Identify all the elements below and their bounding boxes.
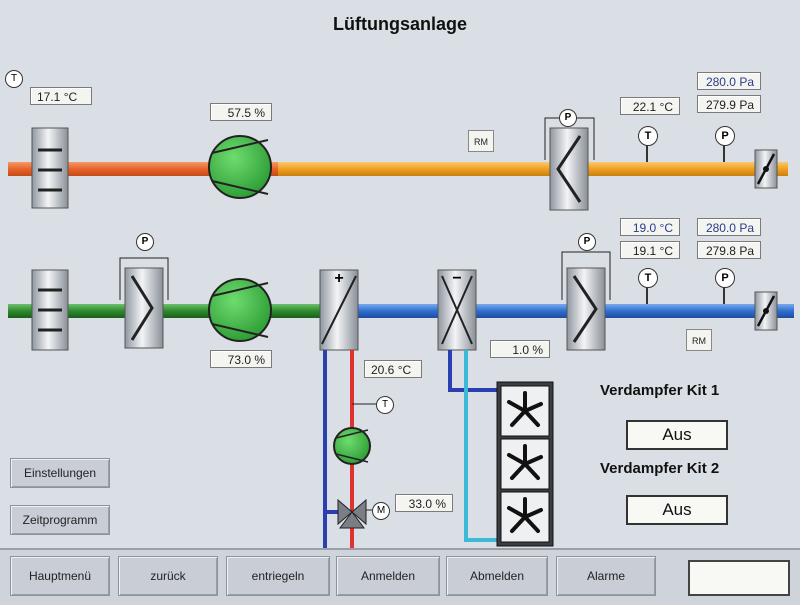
alarms-button[interactable]: Alarme: [556, 556, 656, 596]
supply-pressure-1: 280.0 Pa: [697, 218, 761, 236]
cooler-lines: [448, 350, 500, 542]
exhaust-pressure-1: 280.0 Pa: [697, 72, 761, 90]
exhaust-fan-icon: [208, 135, 272, 199]
supply-fan-speed: 73.0 %: [210, 350, 272, 368]
exhaust-pressure-2: 279.9 Pa: [697, 95, 761, 113]
status-field: [688, 560, 790, 596]
heater-sign: +: [334, 270, 344, 287]
supply-pressure-2: 279.8 Pa: [697, 241, 761, 259]
heater-coil: [319, 269, 359, 351]
back-button[interactable]: zurück: [118, 556, 218, 596]
filter-pressure-mid: [561, 251, 611, 351]
filter-pressure-top: [544, 117, 595, 211]
filter-pressure-bottom: [119, 257, 169, 349]
exhaust-temp-value: 22.1 °C: [620, 97, 680, 115]
exhaust-fan-speed: 57.5 %: [210, 103, 272, 121]
heater-temp-value: 20.6 °C: [364, 360, 422, 378]
supply-temp-2: 19.1 °C: [620, 241, 680, 259]
pressure-sensor-icon: P: [715, 268, 735, 288]
kit2-label: Verdampfer Kit 2: [600, 460, 720, 477]
supply-fan-icon: [208, 278, 272, 342]
valve-position-value: 33.0 %: [395, 494, 453, 512]
condenser-units: [496, 381, 554, 547]
kit2-status[interactable]: Aus: [626, 495, 728, 525]
heater-water-lines: [323, 350, 378, 548]
kit1-status[interactable]: Aus: [626, 420, 728, 450]
unlock-button[interactable]: entriegeln: [226, 556, 330, 596]
filter-bottom: [31, 269, 69, 351]
pressure-sensor-icon: P: [559, 109, 577, 127]
kit1-label: Verdampfer Kit 1: [600, 382, 720, 399]
damper-bottom: [754, 291, 778, 331]
cooler-value: 1.0 %: [490, 340, 550, 358]
main-menu-button[interactable]: Hauptmenü: [10, 556, 110, 596]
settings-button[interactable]: Einstellungen: [10, 458, 110, 488]
room-sensor-bottom: RM: [686, 329, 712, 351]
pressure-sensor-icon: P: [715, 126, 735, 146]
login-button[interactable]: Anmelden: [336, 556, 440, 596]
pressure-sensor-icon: P: [578, 233, 596, 251]
pressure-sensor-icon: P: [136, 233, 154, 251]
damper-top: [754, 149, 778, 189]
motor-icon: M: [372, 502, 390, 520]
cooler-coil: [437, 269, 477, 351]
temp-sensor-icon: T: [638, 268, 658, 288]
exhaust-duct: [8, 162, 788, 176]
room-sensor-top: RM: [468, 130, 494, 152]
temp-sensor-icon: T: [5, 70, 23, 88]
outside-temp-value: 17.1 °C: [30, 87, 92, 105]
filter-top: [31, 127, 69, 209]
temp-sensor-icon: T: [638, 126, 658, 146]
schedule-button[interactable]: Zeitprogramm: [10, 505, 110, 535]
cooler-sign: −: [452, 270, 462, 287]
page-title: Lüftungsanlage: [333, 14, 467, 34]
supply-temp-1: 19.0 °C: [620, 218, 680, 236]
logout-button[interactable]: Abmelden: [446, 556, 548, 596]
temp-sensor-icon: T: [376, 396, 394, 414]
